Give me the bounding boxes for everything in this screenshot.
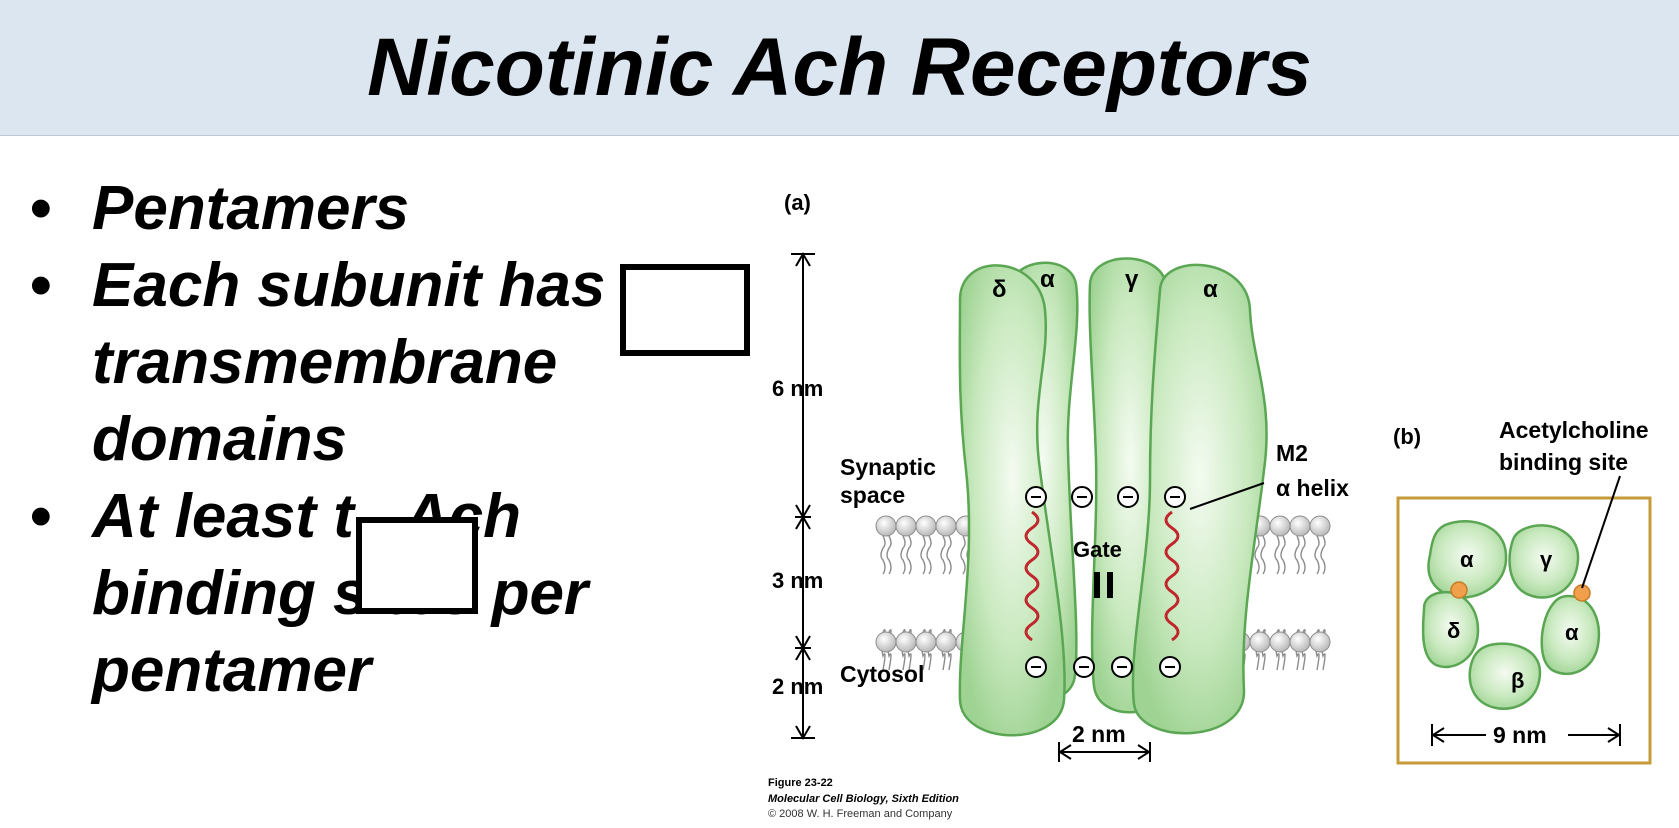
m2-label: M2 bbox=[1276, 440, 1308, 466]
lipid-head bbox=[895, 631, 917, 653]
bullet-text: pentamer bbox=[92, 636, 372, 705]
lipid-head bbox=[915, 631, 937, 653]
bullet-glyph: • bbox=[30, 251, 52, 320]
acetylcholine-label: binding site bbox=[1499, 449, 1628, 475]
lipid-head bbox=[935, 631, 957, 653]
panel-b-label: (b) bbox=[1393, 424, 1421, 449]
m2-leader-line bbox=[1189, 482, 1265, 510]
ring-width-arrow bbox=[1431, 724, 1621, 746]
synaptic-label: space bbox=[840, 482, 905, 508]
cytosol-label: Cytosol bbox=[840, 661, 924, 687]
lipid-head bbox=[1289, 631, 1311, 653]
bullet-item: • Pentamers bbox=[30, 170, 750, 247]
lipid-head bbox=[1309, 515, 1331, 537]
lipid-head bbox=[915, 515, 937, 537]
pore-width-arrow bbox=[1058, 742, 1151, 762]
bullet-text: transmembrane bbox=[92, 328, 558, 397]
acetylcholine-label: Acetylcholine bbox=[1499, 417, 1649, 443]
lipid-head bbox=[875, 631, 897, 653]
ring-label: α bbox=[1460, 547, 1474, 572]
lipid-head bbox=[875, 515, 897, 537]
m2-label: α helix bbox=[1276, 475, 1349, 501]
title-band bbox=[0, 0, 1679, 136]
dimension-ruler bbox=[791, 252, 815, 740]
lipid-head bbox=[895, 515, 917, 537]
ring-width-label: 9 nm bbox=[1493, 722, 1547, 748]
ring-subunit-gamma bbox=[1508, 524, 1580, 599]
ring-label: α bbox=[1565, 620, 1579, 645]
lipid-tail bbox=[900, 535, 912, 575]
bullet-line: At least tAch bbox=[92, 478, 750, 555]
dimension-label: 2 nm bbox=[772, 674, 823, 699]
blank-box bbox=[620, 264, 750, 356]
bullet-text: domains bbox=[92, 405, 347, 474]
bullet-text: At least t bbox=[92, 482, 354, 551]
lipid-tail bbox=[940, 535, 952, 575]
lipid-tail bbox=[1294, 535, 1306, 575]
lipid-bilayer bbox=[875, 515, 1331, 671]
lipid-head bbox=[1289, 515, 1311, 537]
lipid-tail bbox=[1314, 535, 1326, 575]
dimension-label: 6 nm bbox=[772, 376, 823, 401]
ring-subunit-beta bbox=[1468, 642, 1542, 710]
gate-bar bbox=[1107, 572, 1113, 598]
panel-a-label: (a) bbox=[784, 190, 811, 215]
binding-site-dot bbox=[1450, 581, 1468, 599]
lipid-head bbox=[1309, 631, 1331, 653]
caption-line: Molecular Cell Biology, Sixth Edition bbox=[768, 793, 959, 805]
ring-subunit-delta bbox=[1421, 590, 1480, 669]
bullet-text: Pentamers bbox=[92, 174, 410, 243]
lipid-tail bbox=[1254, 535, 1266, 575]
gate-bar bbox=[1094, 572, 1100, 598]
bullet-item: • At least tAch binding sites per pentam… bbox=[30, 478, 750, 709]
blank-box bbox=[356, 517, 478, 614]
negative-charges bbox=[1025, 486, 1186, 678]
bullet-glyph: • bbox=[30, 174, 52, 243]
binding-site-leader bbox=[1581, 475, 1621, 589]
lipid-head bbox=[1249, 631, 1271, 653]
subunit-label: α bbox=[1203, 276, 1218, 303]
ring-label: γ bbox=[1540, 547, 1553, 572]
caption-line: © 2008 W. H. Freeman and Company bbox=[768, 808, 953, 820]
slide-title: Nicotinic Ach Receptors bbox=[367, 22, 1312, 113]
subunit-label: α bbox=[1040, 266, 1055, 293]
lipid-tail bbox=[1274, 535, 1286, 575]
bullet-text: binding sites per bbox=[92, 559, 589, 628]
dimension-label: 3 nm bbox=[772, 568, 823, 593]
lipid-head bbox=[935, 515, 957, 537]
lipid-tail bbox=[920, 535, 932, 575]
lipid-head bbox=[1269, 515, 1291, 537]
ring-label: δ bbox=[1447, 618, 1460, 643]
bullet-item: • Each subunit has transmembrane domains bbox=[30, 247, 750, 478]
synaptic-label: Synaptic bbox=[840, 454, 936, 480]
bullet-list: • Pentamers • Each subunit has transmemb… bbox=[30, 170, 750, 709]
lipid-head bbox=[1269, 631, 1291, 653]
lipid-tail bbox=[880, 535, 892, 575]
bullet-text: Each subunit has bbox=[92, 251, 606, 320]
ring-label: β bbox=[1511, 668, 1524, 693]
pore-width-label: 2 nm bbox=[1072, 721, 1126, 747]
bullet-glyph: • bbox=[30, 482, 52, 551]
ring-subunit-alpha2 bbox=[1540, 594, 1601, 676]
m2-helices bbox=[1024, 510, 1180, 642]
subunit-label: γ bbox=[1125, 266, 1139, 293]
subunit-label: δ bbox=[992, 276, 1007, 303]
receptor-ring bbox=[1421, 520, 1601, 710]
caption-line: Figure 23-22 bbox=[768, 777, 833, 789]
gate-label: Gate bbox=[1073, 537, 1122, 562]
